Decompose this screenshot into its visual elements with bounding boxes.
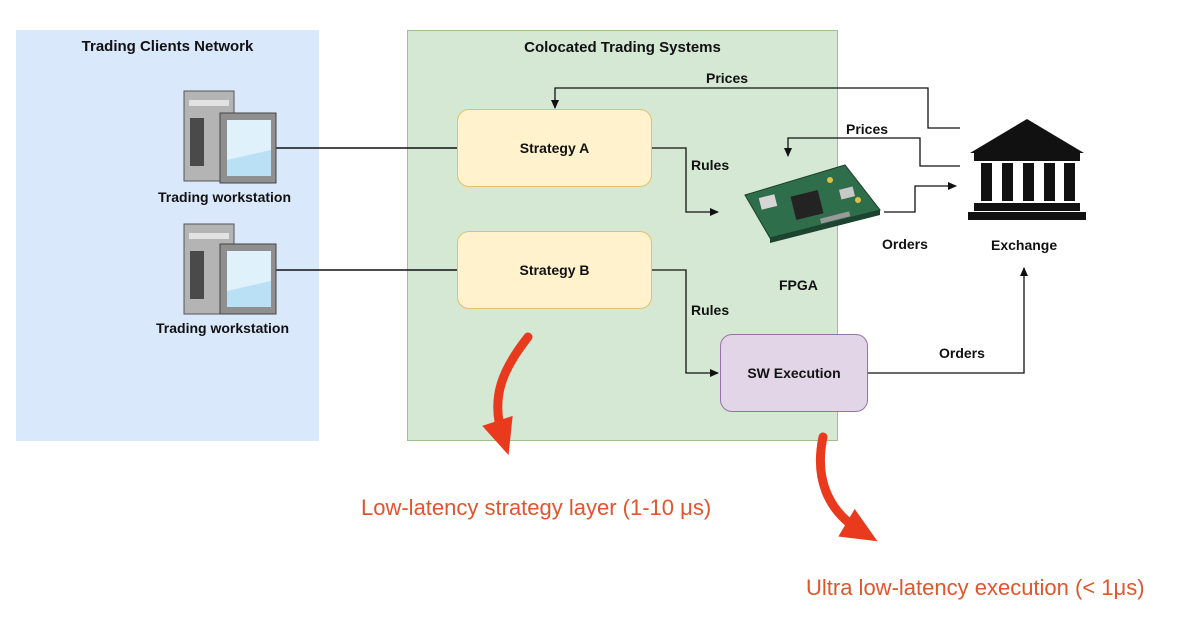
execution-layer-pointer-arrow [815, 432, 878, 542]
orders-fpga-label: Orders [882, 236, 928, 252]
fpga-board-icon [744, 164, 881, 243]
exchange-label: Exchange [991, 237, 1058, 253]
prices-fpga-label: Prices [846, 121, 889, 137]
orders-sw-label: Orders [939, 345, 985, 361]
strategy-layer-annotation: Low-latency strategy layer (1-10 μs) [361, 495, 712, 520]
exchange-building-icon [968, 119, 1086, 220]
strategy-a-box: Strategy A [457, 109, 652, 187]
strategy-layer-pointer-arrow [482, 332, 533, 456]
trading-clients-panel: Trading Clients Network [16, 30, 319, 441]
prices-to-fpga-arrow [784, 137, 960, 167]
orders-sw-to-exchange-arrow [868, 267, 1028, 374]
rules-a-to-fpga-arrow [652, 147, 719, 216]
rules-a-label: Rules [691, 157, 730, 173]
strategy-b-box: Strategy B [457, 231, 652, 309]
execution-layer-annotation: Ultra low-latency execution (< 1μs) [806, 575, 1145, 600]
colocated-systems-title: Colocated Trading Systems [524, 39, 721, 56]
rules-b-label: Rules [691, 302, 730, 318]
workstation-1-icon [183, 90, 277, 184]
fpga-label: FPGA [779, 277, 818, 293]
orders-fpga-to-exchange-arrow [884, 182, 957, 213]
rules-b-to-sw-arrow [652, 269, 719, 377]
prices-top-label: Prices [706, 70, 749, 86]
sw-execution-box: SW Execution [720, 334, 868, 412]
workstation-2-label: Trading workstation [156, 320, 290, 336]
prices-to-strategy-a-arrow [551, 87, 960, 129]
workstation-2-icon [183, 223, 277, 315]
trading-clients-title: Trading Clients Network [81, 38, 254, 55]
workstation-1-label: Trading workstation [158, 189, 292, 205]
